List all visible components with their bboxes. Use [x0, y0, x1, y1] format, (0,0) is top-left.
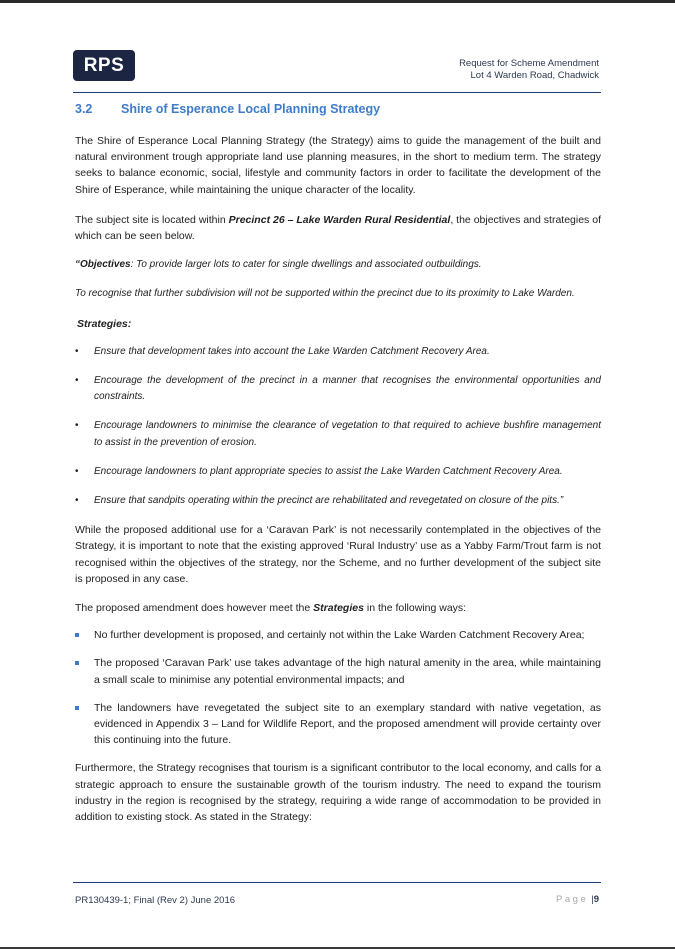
square-bullet-icon	[75, 633, 79, 638]
bullet-icon: •	[75, 495, 79, 507]
paragraph-objectives: “Objectives: To provide larger lots to c…	[75, 259, 482, 271]
scan-edge-bottom	[0, 947, 675, 949]
scan-edge-top	[0, 0, 675, 3]
strategies-label: Strategies:	[77, 317, 132, 330]
footer-reference: PR130439-1; Final (Rev 2) June 2016	[75, 895, 236, 906]
section-title: Shire of Esperance Local Planning Strate…	[121, 102, 381, 116]
bullet-icon: •	[75, 375, 79, 387]
page-separator: |	[591, 894, 594, 905]
paragraph-precinct: The subject site is located within Preci…	[75, 213, 602, 243]
paragraph-tourism: Furthermore, the Strategy recognises tha…	[75, 762, 601, 824]
list-item: •Encourage landowners to minimise the cl…	[75, 420, 601, 448]
list-item: •Encourage landowners to plant appropria…	[75, 464, 601, 480]
page-content: The Shire of Esperance Local Planning St…	[75, 133, 601, 825]
paragraph-intro: The Shire of Esperance Local Planning St…	[75, 135, 601, 196]
bullet-icon: •	[75, 420, 79, 432]
section-number: 3.2	[75, 102, 93, 116]
paragraph-meets-strategies: The proposed amendment does however meet…	[75, 602, 467, 615]
list-item: •Ensure that sandpits operating within t…	[75, 493, 601, 509]
header-rule	[73, 92, 601, 93]
paragraph-objective-2: To recognise that further subdivision wi…	[75, 288, 575, 300]
list-item: •Encourage the development of the precin…	[75, 375, 601, 403]
bullet-icon: •	[75, 465, 79, 477]
square-bullet-icon	[75, 661, 79, 666]
ways-list: No further development is proposed, and …	[75, 627, 601, 748]
objectives-label: “Objectives	[75, 259, 131, 271]
list-item: The landowners have revegetated the subj…	[75, 700, 601, 749]
header-line-1: Request for Scheme Amendment	[459, 58, 599, 69]
list-item: •Ensure that development takes into acco…	[75, 344, 601, 360]
footer-page-number: Page|9	[556, 894, 599, 905]
list-item: The proposed ‘Caravan Park’ use takes ad…	[75, 655, 601, 687]
list-item: No further development is proposed, and …	[75, 627, 601, 643]
precinct-name: Precinct 26 – Lake Warden Rural Resident…	[228, 213, 451, 226]
paragraph-caravan-park: While the proposed additional use for a …	[75, 524, 601, 585]
footer-rule	[73, 882, 601, 883]
header-line-2: Lot 4 Warden Road, Chadwick	[470, 70, 600, 81]
strategies-list: •Ensure that development takes into acco…	[75, 344, 601, 509]
square-bullet-icon	[75, 705, 79, 710]
bullet-icon: •	[75, 345, 79, 357]
rps-logo: RPS	[73, 50, 135, 81]
section-heading: 3.2 Shire of Esperance Local Planning Str…	[75, 102, 380, 116]
page-number: 9	[593, 894, 599, 905]
header-document-title: Request for Scheme Amendment Lot 4 Warde…	[459, 58, 599, 82]
page-label: Page	[556, 894, 589, 905]
